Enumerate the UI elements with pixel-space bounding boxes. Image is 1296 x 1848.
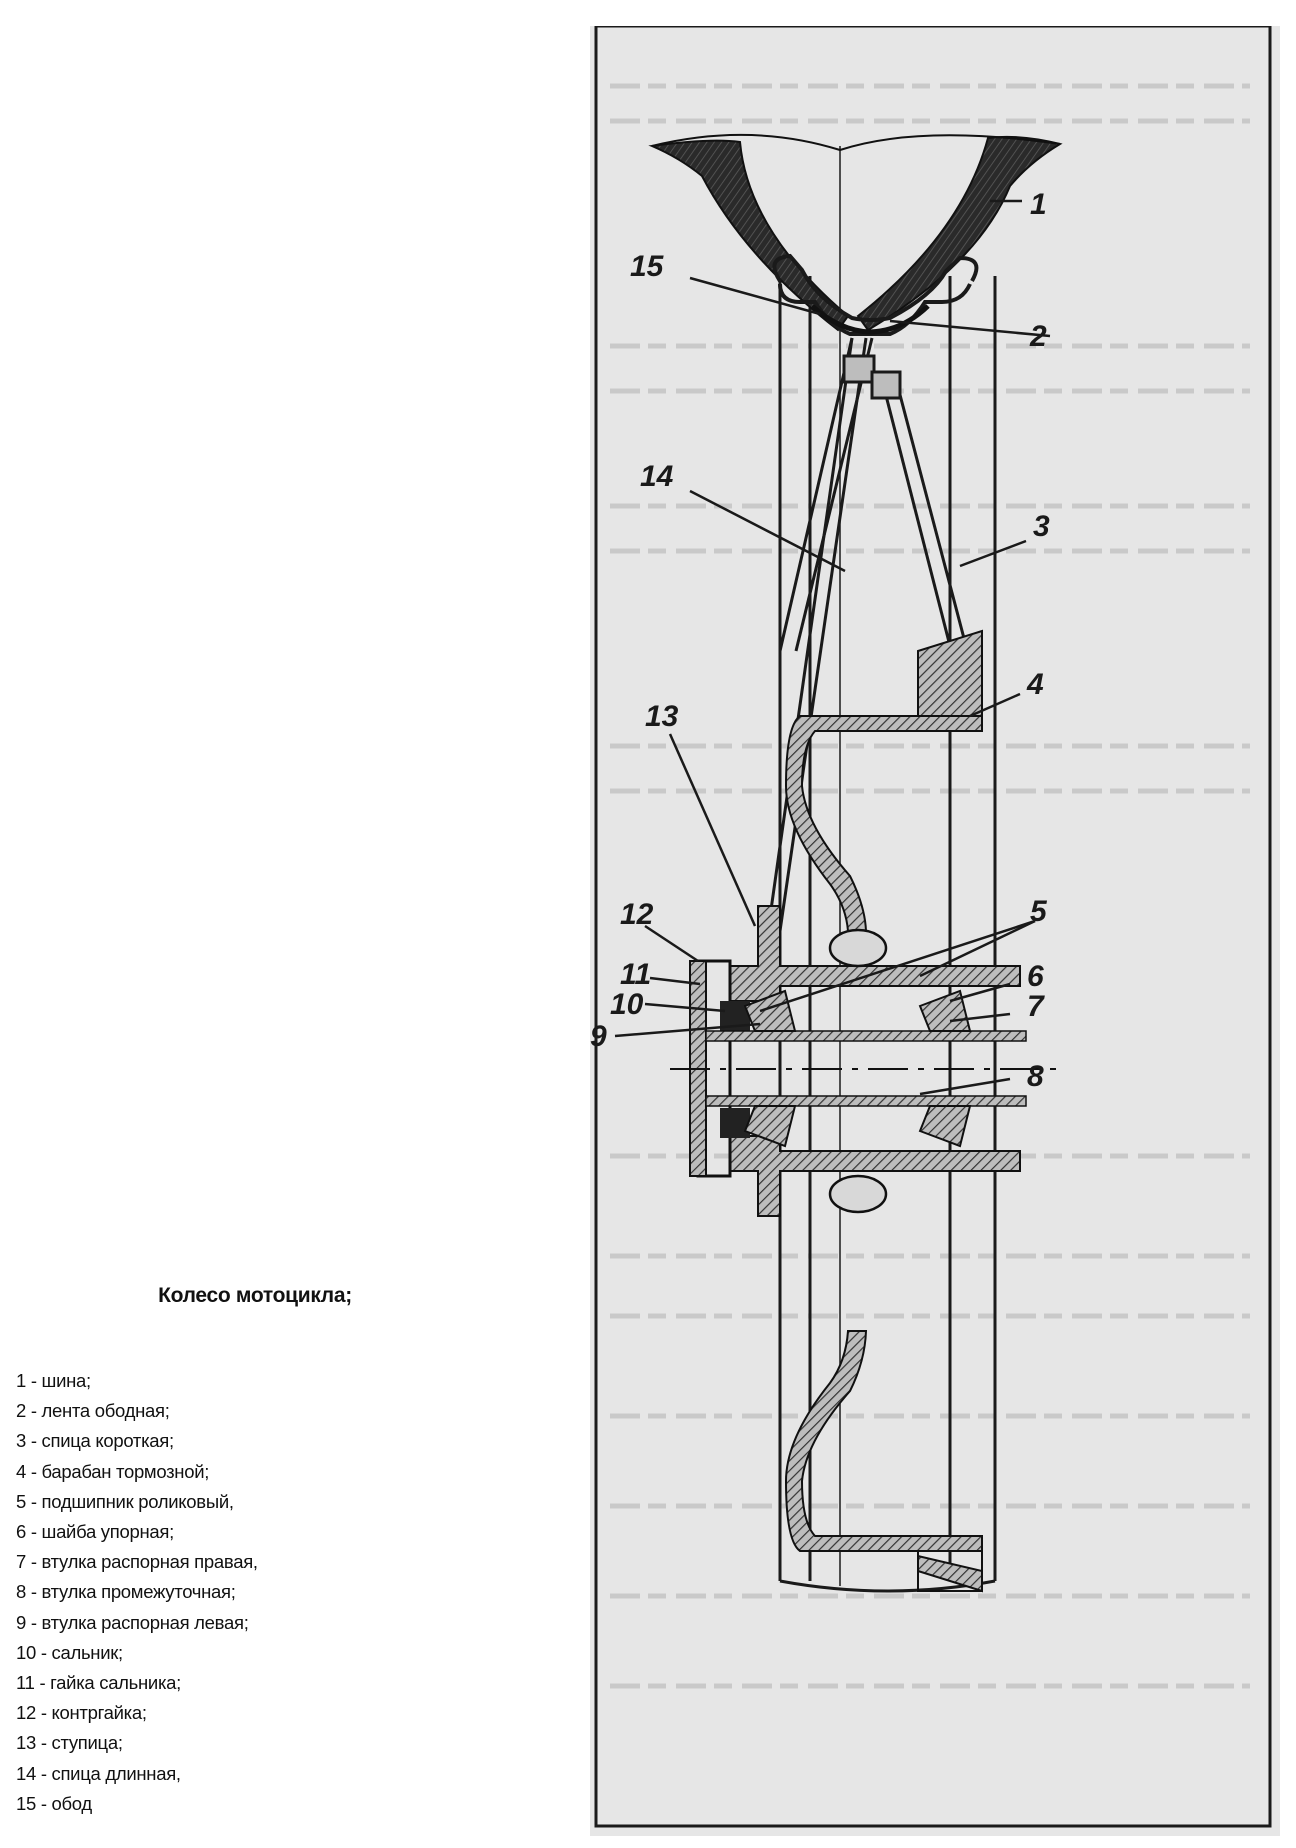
leader-lines xyxy=(614,199,1051,1096)
callout-15: 15 xyxy=(630,250,665,283)
callout-3: 3 xyxy=(1033,510,1050,543)
callout-9: 9 xyxy=(590,1020,607,1053)
legend-item: 2 - лента ободная; xyxy=(16,1400,170,1422)
callout-13: 13 xyxy=(645,700,679,733)
legend-item: 3 - спица короткая; xyxy=(16,1430,174,1452)
legend-item: 13 - ступица; xyxy=(16,1732,123,1754)
legend-item: 14 - спица длинная, xyxy=(16,1762,181,1784)
legend-item: 11 - гайка сальника; xyxy=(16,1672,181,1694)
callout-4: 4 xyxy=(1026,668,1044,701)
legend-item: 12 - контргайка; xyxy=(16,1702,147,1724)
legend-item: 7 - втулка распорная правая, xyxy=(16,1551,258,1573)
rim-band xyxy=(810,304,930,335)
brake-drum xyxy=(784,629,983,1593)
drawing-frame xyxy=(594,26,1272,1828)
legend-item: 6 - шайба упорная; xyxy=(16,1521,174,1543)
legend-item: 4 - барабан тормозной; xyxy=(16,1460,210,1482)
callout-11: 11 xyxy=(620,958,651,991)
callout-6: 6 xyxy=(1027,960,1044,993)
legend-item: 9 - втулка распорная левая; xyxy=(16,1611,249,1633)
callout-5: 5 xyxy=(1030,895,1048,928)
legend-item: 8 - втулка промежуточная; xyxy=(16,1581,236,1603)
spokes xyxy=(766,337,968,932)
callout-8: 8 xyxy=(1027,1060,1044,1093)
parts-legend: 1 - шина; 2 - лента ободная; 3 - спица к… xyxy=(16,1366,258,1819)
callout-14: 14 xyxy=(640,460,674,493)
callout-1: 1 xyxy=(1030,188,1047,221)
callout-7: 7 xyxy=(1027,990,1045,1023)
callout-10: 10 xyxy=(610,988,644,1021)
hub xyxy=(670,905,1060,1217)
drawing-paper xyxy=(590,26,1280,1836)
callout-12: 12 xyxy=(620,898,654,931)
legend-item: 10 - сальник; xyxy=(16,1641,123,1663)
wheel-section-drawing: 1 15 2 14 3 4 13 5 12 6 11 7 10 9 8 xyxy=(590,26,1280,1836)
legend-item: 5 - подшипник роликовый, xyxy=(16,1490,234,1512)
figure-caption: Колесо мотоцикла; xyxy=(158,1284,352,1307)
legend-item: 1 - шина; xyxy=(16,1370,91,1391)
legend-item: 15 - обод xyxy=(16,1792,92,1814)
callout-numbers: 1 15 2 14 3 4 13 5 12 6 11 7 10 9 8 xyxy=(590,188,1050,1093)
callout-2: 2 xyxy=(1029,320,1047,353)
